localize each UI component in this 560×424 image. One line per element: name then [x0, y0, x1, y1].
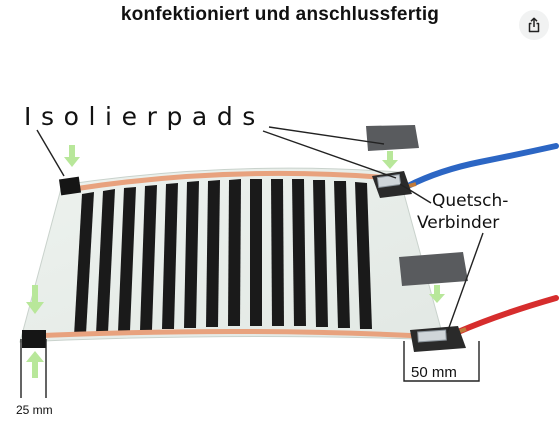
- label-verbinder: Verbinder: [417, 213, 500, 233]
- label-width-right: 50 mm: [411, 364, 457, 381]
- label-quetsch: Quetsch-: [432, 191, 509, 211]
- leader-isolierpads-left: [36, 129, 65, 177]
- leader-isolierpads-right-2: [262, 130, 397, 179]
- dimension-25mm: [20, 339, 47, 398]
- wire-blue: [405, 143, 559, 189]
- leader-quetsch-top: [399, 183, 432, 204]
- share-button[interactable]: [519, 10, 549, 40]
- leader-isolierpads-right-1: [268, 126, 385, 145]
- carbon-stripes: [74, 179, 372, 336]
- insulation-pad-floating-top: [366, 125, 419, 151]
- wire-red: [455, 295, 559, 335]
- copper-bus-bottom: [29, 329, 423, 339]
- crimp-connector-bottom: [417, 329, 447, 343]
- arrow-icons: [26, 145, 445, 378]
- leader-quetsch-bottom: [446, 232, 484, 334]
- label-width-left: 25 mm: [16, 403, 53, 417]
- end-pad-bottom-left: [22, 330, 46, 348]
- insulation-pad-floating-bottom: [399, 252, 468, 286]
- copper-bus-top: [73, 170, 393, 192]
- dimension-50mm: [403, 341, 480, 382]
- share-icon: [526, 17, 542, 33]
- page-title: konfektioniert und anschlussfertig: [120, 4, 440, 25]
- label-isolierpads: Isolierpads: [24, 102, 265, 131]
- end-pad-top-left: [58, 176, 82, 196]
